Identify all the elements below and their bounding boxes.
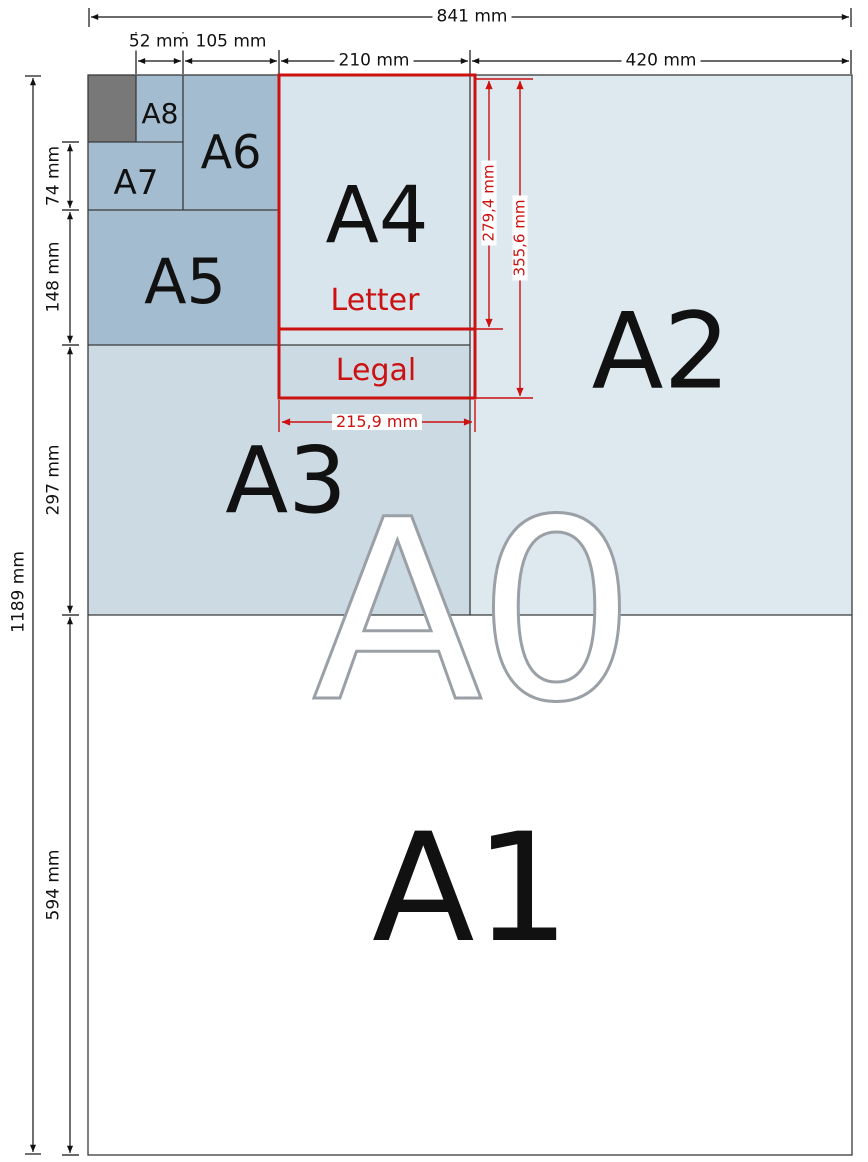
dim-148mm: 148 mm [43,241,64,313]
a5-label: A5 [144,245,226,318]
a7-label: A7 [113,163,159,203]
dim-1189mm: 1189 mm [8,551,29,633]
dim-841mm: 841 mm [432,8,512,26]
a6-label: A6 [200,125,262,179]
a2-label: A2 [591,290,731,413]
dim-105mm: 105 mm [191,33,271,51]
a4-label: A4 [325,171,429,261]
dim-297mm: 297 mm [43,444,64,516]
a8-label: A8 [141,97,179,130]
dim-210mm: 210 mm [334,52,414,70]
dim-74mm: 74 mm [43,145,64,207]
letter-label: Letter [330,283,420,318]
dim-legal-height: 355,6 mm [511,195,529,281]
dim-letter-width: 215,9 mm [331,414,423,430]
corner-remainder-region [88,75,136,142]
a0-outline-label: A0 [310,466,637,757]
dim-420mm: 420 mm [621,52,701,70]
a1-label: A1 [371,802,571,976]
dim-52mm: 52 mm [124,33,194,51]
dim-letter-height: 279,4 mm [480,160,498,246]
a3-label: A3 [225,427,347,534]
legal-label: Legal [335,353,417,388]
dim-594mm: 594 mm [43,849,64,921]
